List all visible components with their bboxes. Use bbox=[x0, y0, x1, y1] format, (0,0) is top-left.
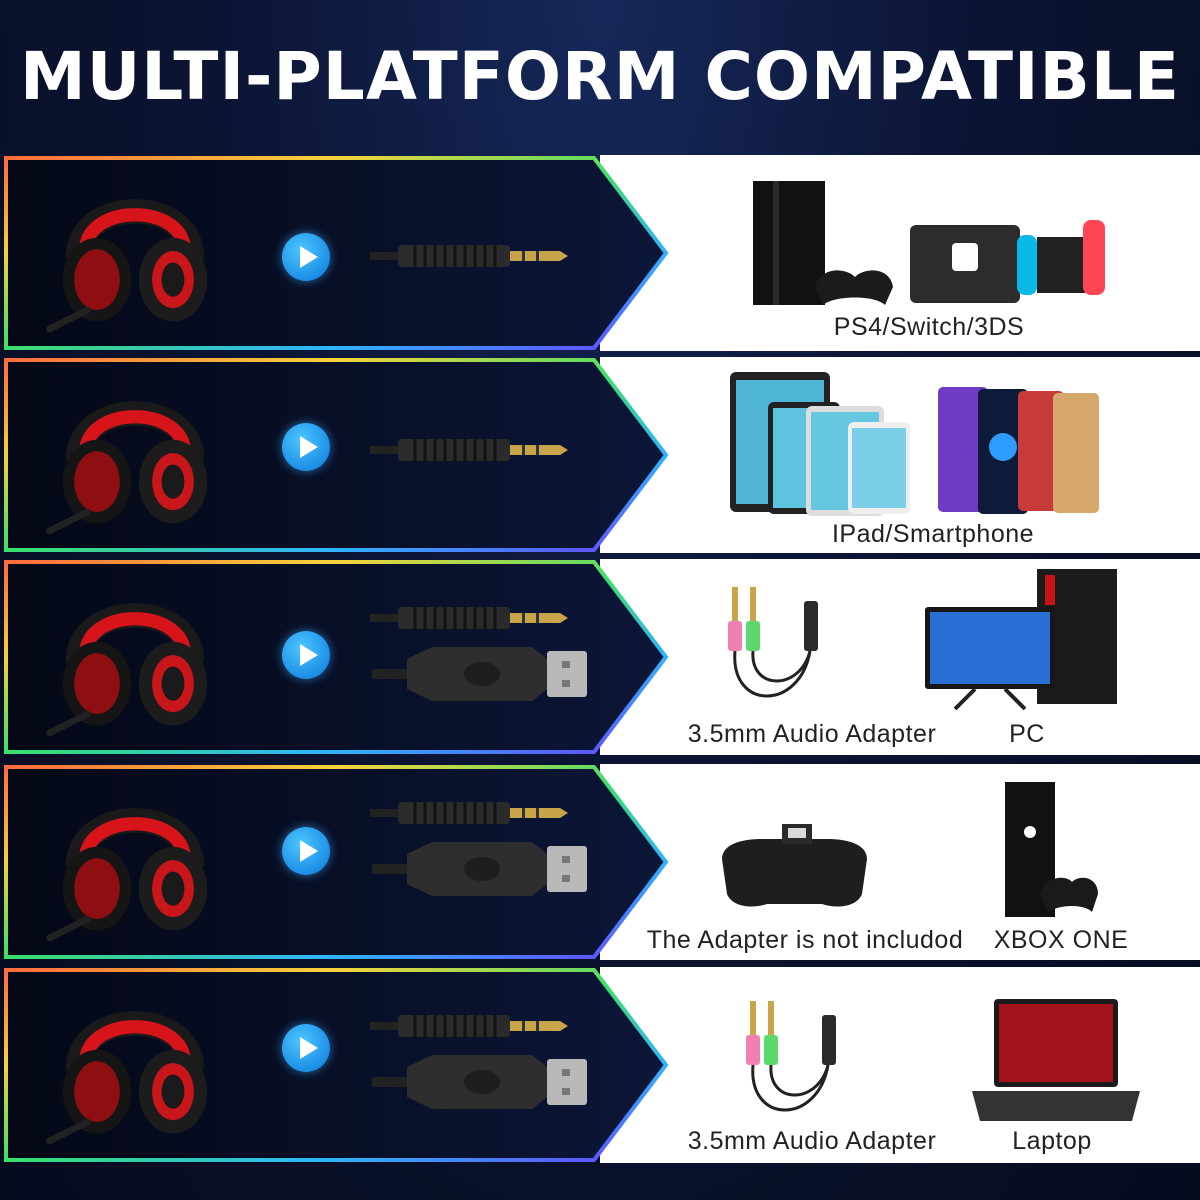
xbox-one-console-image bbox=[1005, 782, 1098, 917]
device-label: IPad/Smartphone bbox=[831, 520, 1035, 548]
gaming-headset-image bbox=[40, 569, 230, 745]
gaming-headset-image bbox=[40, 367, 230, 543]
gaming-headset-image bbox=[40, 977, 230, 1153]
device-label: 3.5mm Audio Adapter bbox=[687, 1127, 937, 1155]
device-label: The Adapter is not includod bbox=[646, 926, 964, 954]
xbox-headset-adapter-image bbox=[722, 824, 867, 907]
device-panel bbox=[600, 764, 1200, 960]
header: MULTI-PLATFORM COMPATIBLE bbox=[0, 0, 1200, 152]
device-label: PS4/Switch/3DS bbox=[833, 313, 1025, 341]
audio-adapter-image bbox=[746, 1001, 836, 1112]
smartphone-image bbox=[938, 387, 1099, 514]
audio-adapter-image bbox=[728, 587, 818, 698]
row-ps4-switch: PS4/Switch/3DS bbox=[0, 155, 1200, 351]
play-button-icon bbox=[282, 1024, 330, 1072]
row-xbox-one: The Adapter is not includod XBOX ONE bbox=[0, 764, 1200, 960]
row-laptop: 3.5mm Audio Adapter Laptop bbox=[0, 967, 1200, 1163]
row-ipad-smartphone: IPad/Smartphone bbox=[0, 357, 1200, 553]
gaming-headset-image bbox=[40, 165, 230, 341]
3.5mm-jack-image bbox=[370, 241, 570, 271]
ps4-console-image bbox=[753, 181, 893, 305]
device-label: Laptop bbox=[1012, 1127, 1092, 1155]
usb-plug-image bbox=[372, 639, 592, 709]
nintendo-switch-image bbox=[910, 220, 1105, 303]
gaming-headset-image bbox=[40, 774, 230, 950]
device-label: XBOX ONE bbox=[993, 926, 1129, 954]
ipad-image bbox=[730, 372, 910, 516]
3.5mm-jack-image bbox=[370, 435, 570, 465]
usb-plug-image bbox=[372, 834, 592, 904]
device-label: 3.5mm Audio Adapter bbox=[687, 720, 937, 748]
play-button-icon bbox=[282, 631, 330, 679]
page-title: MULTI-PLATFORM COMPATIBLE bbox=[20, 37, 1180, 115]
play-button-icon bbox=[282, 233, 330, 281]
play-button-icon bbox=[282, 827, 330, 875]
3.5mm-jack-image bbox=[370, 798, 570, 828]
row-pc: 3.5mm Audio Adapter PC bbox=[0, 559, 1200, 755]
play-button-icon bbox=[282, 423, 330, 471]
3.5mm-jack-image bbox=[370, 1011, 570, 1041]
pc-monitor-tower-image bbox=[925, 569, 1117, 711]
laptop-image bbox=[972, 999, 1140, 1121]
device-label: PC bbox=[1009, 720, 1045, 748]
3.5mm-jack-image bbox=[370, 603, 570, 633]
usb-plug-image bbox=[372, 1047, 592, 1117]
